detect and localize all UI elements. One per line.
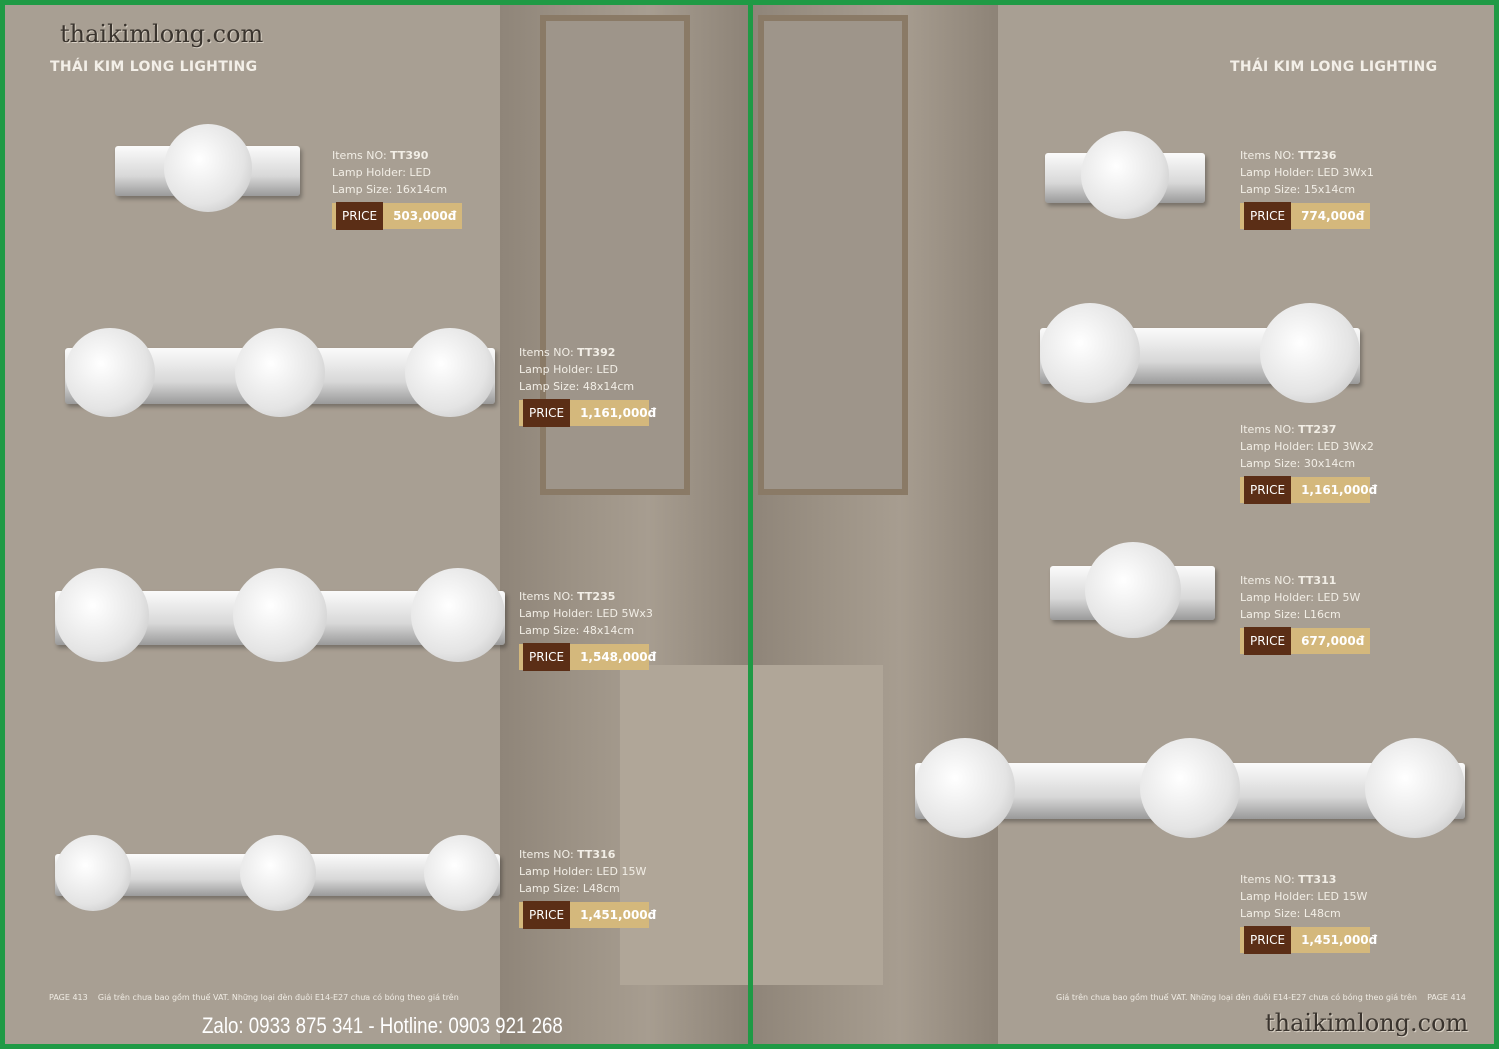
lamp-size: Lamp Size: 15x14cm — [1240, 183, 1356, 196]
lamp-holder: Lamp Holder: LED — [332, 166, 431, 179]
lamp-head — [233, 568, 327, 662]
lamp-holder: Lamp Holder: LED — [519, 363, 618, 376]
lamp-head — [235, 327, 325, 418]
page-divider — [748, 0, 753, 1049]
item-number: Items NO: TT237 — [1240, 423, 1337, 436]
bathroom-photo — [500, 5, 748, 1044]
item-number: Items NO: TT316 — [519, 848, 616, 861]
lamp-head — [55, 834, 131, 911]
price-value: 503,000đ — [393, 208, 457, 223]
lamp-image-tt235 — [55, 555, 505, 675]
cabinet — [753, 665, 883, 985]
product-info: Items NO: TT316 Lamp Holder: LED 15W Lam… — [519, 846, 656, 929]
lamp-head — [1040, 302, 1140, 403]
product-info: Items NO: TT390 Lamp Holder: LED Lamp Si… — [332, 147, 462, 230]
lamp-holder: Lamp Holder: LED 3Wx2 — [1240, 440, 1374, 453]
lamp-holder: Lamp Holder: LED 15W — [519, 865, 647, 878]
lamp-size: Lamp Size: 48x14cm — [519, 624, 635, 637]
brand-title: THÁI KIM LONG LIGHTING — [1230, 59, 1438, 75]
lamp-image-tt316 — [55, 825, 500, 920]
price-label: PRICE — [1244, 926, 1292, 954]
lamp-holder: Lamp Holder: LED 5W — [1240, 591, 1361, 604]
catalog-page-414: THÁI KIM LONG LIGHTING Giá trên chưa bao… — [753, 5, 1494, 1044]
lamp-head — [1260, 302, 1360, 403]
item-number: Items NO: TT235 — [519, 590, 616, 603]
price-value: 774,000đ — [1301, 208, 1365, 223]
lamp-head — [163, 124, 252, 212]
price-tag: PRICE 774,000đ — [1240, 202, 1370, 230]
lamp-image-tt237 — [1040, 290, 1360, 415]
page-footer: PAGE 413 Giá trên chưa bao gồm thuế VAT.… — [49, 993, 459, 1002]
price-tag: PRICE 1,451,000đ — [519, 901, 656, 929]
lamp-head — [1081, 131, 1169, 219]
item-number: Items NO: TT311 — [1240, 574, 1337, 587]
price-tag: PRICE 1,548,000đ — [519, 643, 656, 671]
price-value: 1,161,000đ — [580, 405, 657, 420]
product-info: Items NO: TT313 Lamp Holder: LED 15W Lam… — [1240, 871, 1377, 954]
lamp-image-tt311 — [1050, 530, 1215, 650]
price-label: PRICE — [1244, 476, 1292, 504]
catalog-page-413: thaikimlong.com THÁI KIM LONG LIGHTING P… — [5, 5, 748, 1044]
lamp-holder: Lamp Holder: LED 5Wx3 — [519, 607, 653, 620]
item-number: Items NO: TT236 — [1240, 149, 1337, 162]
page-footer: Giá trên chưa bao gồm thuế VAT. Những lo… — [1056, 993, 1466, 1002]
lamp-size: Lamp Size: 30x14cm — [1240, 457, 1356, 470]
lamp-image-tt392 — [65, 310, 495, 435]
lamp-head — [405, 327, 495, 418]
price-tag: PRICE 1,161,000đ — [519, 399, 656, 427]
lamp-image-tt236 — [1045, 120, 1205, 230]
price-value: 1,451,000đ — [580, 907, 657, 922]
product-info: Items NO: TT236 Lamp Holder: LED 3Wx1 La… — [1240, 147, 1374, 230]
lamp-head — [1140, 737, 1240, 838]
lamp-size: Lamp Size: 48x14cm — [519, 380, 635, 393]
lamp-head — [1365, 737, 1465, 838]
product-info: Items NO: TT235 Lamp Holder: LED 5Wx3 La… — [519, 588, 656, 671]
contact-info: Zalo: 0933 875 341 - Hotline: 0903 921 2… — [202, 1013, 563, 1038]
bathroom-photo — [753, 5, 998, 1044]
lamp-image-tt390 — [115, 113, 300, 223]
price-label: PRICE — [523, 901, 571, 929]
lamp-holder: Lamp Holder: LED 3Wx1 — [1240, 166, 1374, 179]
mirror — [758, 15, 908, 495]
price-tag: PRICE 1,161,000đ — [1240, 476, 1377, 504]
lamp-head — [65, 327, 155, 418]
brand-title: THÁI KIM LONG LIGHTING — [50, 59, 258, 75]
price-tag: PRICE 503,000đ — [332, 202, 462, 230]
item-number: Items NO: TT392 — [519, 346, 616, 359]
cabinet — [620, 665, 748, 985]
price-label: PRICE — [336, 202, 384, 230]
item-number: Items NO: TT313 — [1240, 873, 1337, 886]
product-info: Items NO: TT311 Lamp Holder: LED 5W Lamp… — [1240, 572, 1370, 655]
price-value: 1,161,000đ — [1301, 482, 1378, 497]
lamp-head — [239, 834, 316, 911]
lamp-head — [1084, 542, 1181, 638]
lamp-size: Lamp Size: 16x14cm — [332, 183, 448, 196]
site-logo: thaikimlong.com — [60, 20, 264, 48]
price-label: PRICE — [1244, 202, 1292, 230]
lamp-head — [55, 568, 149, 662]
lamp-head — [411, 568, 505, 662]
price-tag: PRICE 1,451,000đ — [1240, 926, 1377, 954]
lamp-holder: Lamp Holder: LED 15W — [1240, 890, 1368, 903]
product-info: Items NO: TT237 Lamp Holder: LED 3Wx2 La… — [1240, 421, 1377, 504]
lamp-size: Lamp Size: L48cm — [519, 882, 620, 895]
price-value: 1,548,000đ — [580, 649, 657, 664]
lamp-head — [424, 834, 500, 911]
lamp-head — [915, 737, 1015, 838]
price-tag: PRICE 677,000đ — [1240, 627, 1370, 655]
product-info: Items NO: TT392 Lamp Holder: LED Lamp Si… — [519, 344, 656, 427]
price-value: 677,000đ — [1301, 633, 1365, 648]
lamp-image-tt313 — [915, 725, 1465, 850]
price-label: PRICE — [1244, 627, 1292, 655]
lamp-size: Lamp Size: L48cm — [1240, 907, 1341, 920]
price-label: PRICE — [523, 643, 571, 671]
site-logo: thaikimlong.com — [1265, 1009, 1469, 1037]
price-label: PRICE — [523, 399, 571, 427]
lamp-size: Lamp Size: L16cm — [1240, 608, 1341, 621]
price-value: 1,451,000đ — [1301, 932, 1378, 947]
item-number: Items NO: TT390 — [332, 149, 429, 162]
